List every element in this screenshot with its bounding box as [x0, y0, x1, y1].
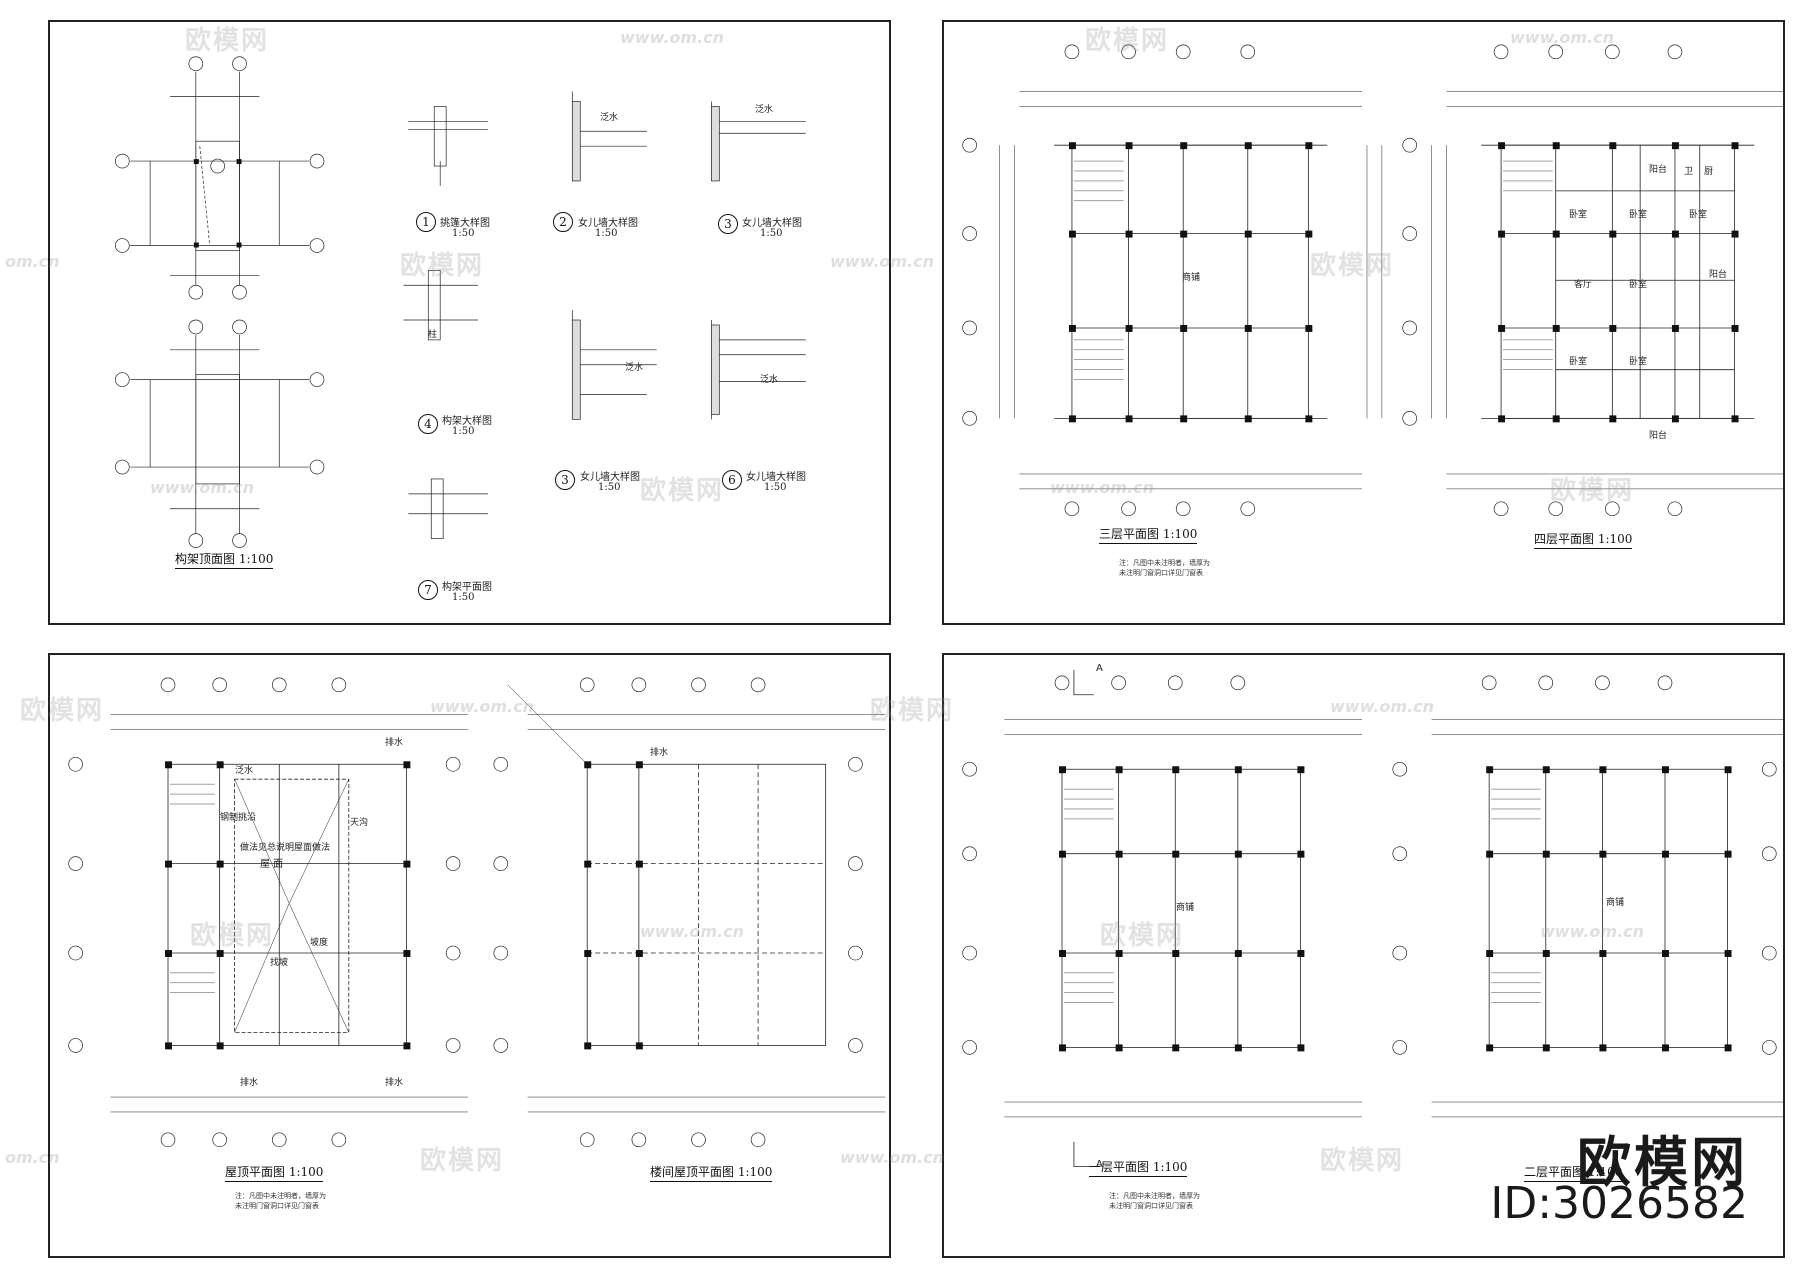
detail-num-7: 7 — [418, 580, 438, 600]
title-plan-4f: 四层平面图 1:100 — [1534, 530, 1633, 549]
detail-num-3b: 3 — [555, 470, 575, 490]
sheet-top-left-drawing — [115, 56, 806, 548]
section-mark-top: A — [1096, 663, 1103, 674]
label-drain-2: 排水 — [240, 1078, 259, 1088]
note-roof-line1: 注：凡图中未注明者，墙厚为 — [235, 1192, 326, 1200]
section-mark-bottom: A — [1096, 1159, 1103, 1170]
label-slope: 找坡 — [270, 958, 289, 968]
label-flashing-3: 泛水 — [625, 363, 644, 373]
sheet-top-right-drawing — [962, 44, 1783, 517]
detail-title-1: 挑篷大样图 — [440, 218, 490, 229]
detail-scale-3b: 1:50 — [598, 482, 621, 493]
room-balcony-2: 阳台 — [1709, 270, 1728, 280]
sheet-bottom-right-drawing — [962, 669, 1783, 1167]
sheet-bottom-left: 排水 排水 排水 排水 泛水 屋 面 找坡 坡度 钢制挑沿 做法见总说明屋面做法… — [48, 653, 891, 1258]
room-bed-2: 卧室 — [1629, 210, 1648, 220]
detail-title-4: 构架大样图 — [442, 416, 492, 427]
title-stair-roof-plan: 楼间屋顶平面图 1:100 — [650, 1163, 773, 1182]
detail-title-7: 构架平面图 — [442, 582, 492, 593]
label-gradient: 坡度 — [310, 938, 329, 948]
detail-num-6: 6 — [722, 470, 742, 490]
label-flashing-2: 泛水 — [755, 105, 774, 115]
note-1f-line2: 未注明门窗洞口详见门窗表 — [1109, 1202, 1193, 1210]
detail-scale-1: 1:50 — [452, 228, 475, 239]
room-balcony-1: 阳台 — [1649, 165, 1668, 175]
label-flashing-4: 泛水 — [760, 375, 779, 385]
title-plan-3f: 三层平面图 1:100 — [1099, 525, 1198, 544]
detail-scale-7: 1:50 — [452, 592, 475, 603]
label-roof: 屋 面 — [260, 859, 284, 870]
title-frame-roof-plan: 构架顶面图 1:100 — [175, 550, 274, 569]
label-drain-3: 排水 — [385, 1078, 404, 1088]
label-steel-eave: 钢制挑沿 — [220, 813, 257, 823]
label-drain-1: 排水 — [385, 738, 404, 748]
room-shop-3f: 商铺 — [1182, 273, 1201, 283]
sheet-top-left: 构架顶面图 1:100 1 挑篷大样图 1:50 2 女儿墙大样图 1:50 3… — [48, 20, 891, 625]
detail-title-3b: 女儿墙大样图 — [580, 472, 640, 483]
note-3f-line2: 未注明门窗洞口详见门窗表 — [1119, 569, 1203, 577]
room-shop-2f: 商铺 — [1606, 898, 1625, 908]
detail-num-3a: 3 — [718, 214, 738, 234]
room-living: 客厅 — [1574, 280, 1593, 290]
title-roof-plan: 屋顶平面图 1:100 — [225, 1163, 324, 1182]
label-flashing-roof: 泛水 — [235, 766, 254, 776]
room-bed-1: 卧室 — [1569, 210, 1588, 220]
label-gutter: 天沟 — [350, 818, 369, 828]
title-plan-2f: 二层平面图 1:100 — [1524, 1163, 1623, 1182]
detail-num-2: 2 — [553, 212, 573, 232]
stamp-id: ID:3026582 — [1490, 1178, 1748, 1229]
room-wc: 卫 — [1684, 167, 1694, 177]
room-bed-5: 卧室 — [1569, 357, 1588, 367]
label-drain-4: 排水 — [650, 748, 669, 758]
sheet-top-right: 商铺 卧室 卧室 卧室 客厅 卧室 卧室 卧室 阳台 阳台 阳台 卫 厨 三层平… — [942, 20, 1785, 625]
stamp-title: 欧模网 — [1577, 1131, 1748, 1194]
room-kitchen: 厨 — [1704, 167, 1714, 177]
note-3f-line1: 注：凡图中未注明者，墙厚为 — [1119, 559, 1210, 567]
detail-num-1: 1 — [416, 212, 436, 232]
detail-scale-6: 1:50 — [764, 482, 787, 493]
room-balcony-3: 阳台 — [1649, 431, 1668, 441]
detail-title-6: 女儿墙大样图 — [746, 472, 806, 483]
detail-title-2: 女儿墙大样图 — [578, 218, 638, 229]
label-roof-note: 做法见总说明屋面做法 — [240, 843, 331, 853]
detail-scale-4: 1:50 — [452, 426, 475, 437]
detail-num-4: 4 — [418, 414, 438, 434]
detail-scale-3a: 1:50 — [760, 228, 783, 239]
detail-title-3a: 女儿墙大样图 — [742, 218, 802, 229]
room-bed-6: 卧室 — [1629, 357, 1648, 367]
sheet-bottom-right: A A 商铺 商铺 一层平面图 1:100 二层平面图 1:100 注：凡图中未… — [942, 653, 1785, 1258]
note-1f-line1: 注：凡图中未注明者，墙厚为 — [1109, 1192, 1200, 1200]
label-flashing-1: 泛水 — [600, 113, 619, 123]
detail-scale-2: 1:50 — [595, 228, 618, 239]
room-bed-3: 卧室 — [1689, 210, 1708, 220]
sheet-bottom-left-drawing — [68, 677, 886, 1148]
title-plan-1f: 一层平面图 1:100 — [1089, 1158, 1188, 1177]
note-roof-line2: 未注明门窗洞口详见门窗表 — [235, 1202, 319, 1210]
room-shop-1f: 商铺 — [1176, 903, 1195, 913]
room-bed-4: 卧室 — [1629, 280, 1648, 290]
label-column: 柱 — [428, 330, 438, 340]
